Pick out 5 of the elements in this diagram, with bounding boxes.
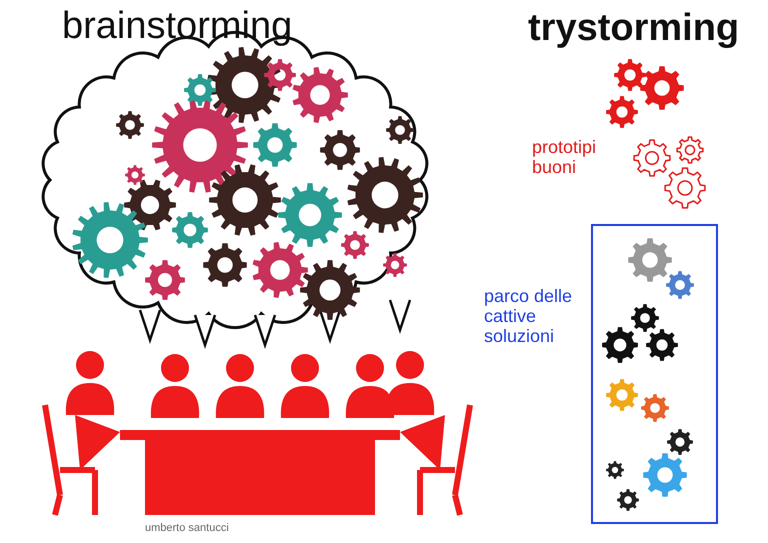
caption: parco delle cattive soluzioni (484, 287, 574, 346)
credit-text: umberto santucci (145, 522, 229, 534)
heading: brainstorming (62, 6, 292, 48)
caption: prototipi buoni (532, 138, 598, 178)
heading: trystorming (528, 8, 740, 50)
